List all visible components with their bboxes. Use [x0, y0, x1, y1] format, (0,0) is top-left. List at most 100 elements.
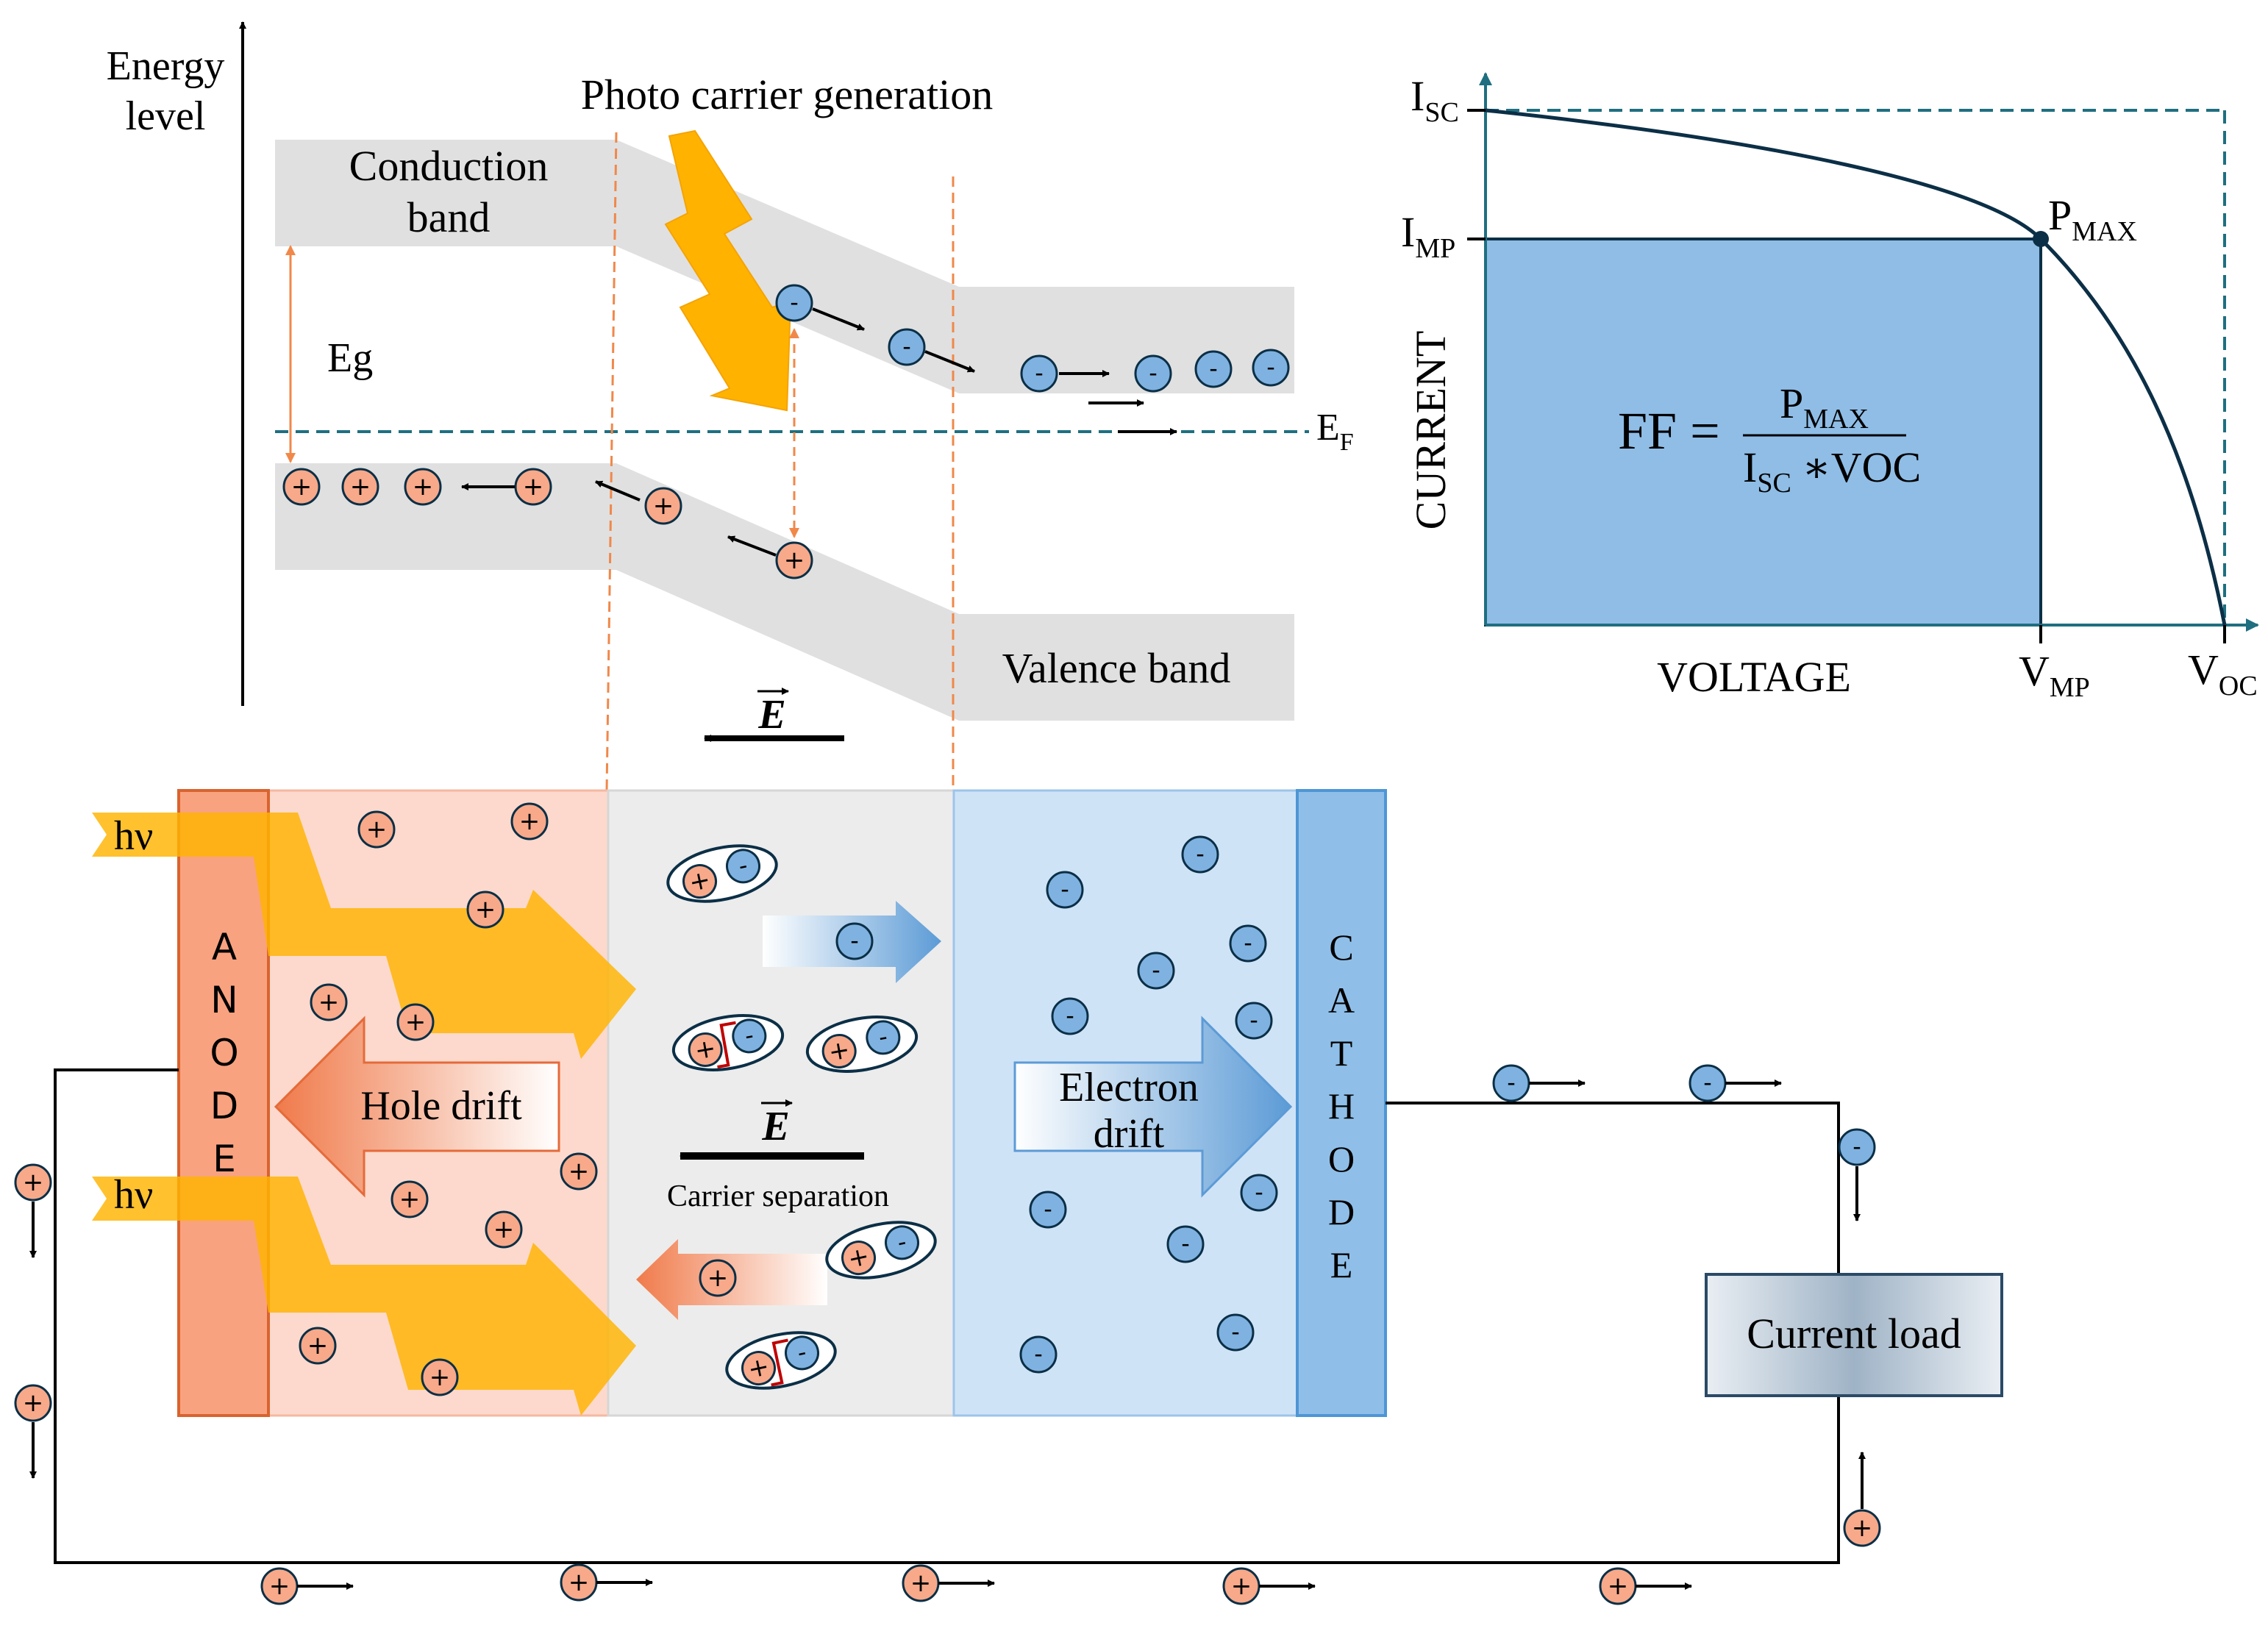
carrier-sign: - [1255, 1178, 1263, 1206]
carrier-body [682, 864, 718, 899]
exciton-pair: +- [666, 844, 778, 903]
carrier-body [310, 983, 348, 1021]
carrier-sign: + [1231, 1571, 1252, 1601]
carrier-body [421, 1358, 459, 1396]
carrier-sign: + [693, 1033, 718, 1066]
carrier-body [1216, 1313, 1255, 1352]
carrier-body [514, 468, 552, 506]
carrier-body [644, 487, 682, 525]
conduction-label-2: band [407, 193, 491, 241]
exciton-pair: +- [671, 1014, 785, 1071]
hole-icon: + [560, 1563, 598, 1602]
carrier-body [785, 1335, 820, 1371]
electron-icon: - [885, 1225, 920, 1260]
hole-icon: + [514, 468, 552, 506]
carrier-sign: - [1181, 1230, 1190, 1257]
electron-icon: - [1181, 835, 1219, 874]
carrier-sign: - [1507, 1068, 1516, 1096]
electron-icon: - [1252, 349, 1290, 387]
cathode-letter: T [1330, 1032, 1353, 1074]
carrier-body [1194, 350, 1233, 388]
carrier-body [1252, 349, 1290, 387]
hole-icon: + [404, 468, 442, 506]
electron-icon: - [1137, 952, 1175, 990]
hole-icon: + [466, 891, 504, 929]
electron-icon: - [1029, 1191, 1067, 1229]
cathode-letter: O [1328, 1138, 1355, 1179]
carrier-body [1843, 1509, 1881, 1547]
electron-icon: - [1051, 997, 1089, 1035]
carrier-body [299, 1327, 337, 1365]
electron-icon: - [1838, 1128, 1876, 1166]
carrier-body [1029, 1191, 1067, 1229]
carrier-body [391, 1180, 429, 1218]
band-carriers: ++++++------ [282, 284, 1290, 579]
iv-curve [1485, 108, 2227, 626]
carrier-sign: - [1149, 359, 1158, 387]
carrier-sign: + [366, 815, 388, 844]
carrier-sign: - [1196, 840, 1205, 868]
carrier-sign: + [784, 546, 805, 575]
hole-icon: + [688, 1032, 723, 1067]
carrier-body [1134, 354, 1172, 393]
carrier-body [14, 1384, 52, 1422]
carrier-body [1020, 354, 1058, 393]
carrier-body [1229, 924, 1267, 963]
carrier-sign: + [519, 807, 541, 836]
bond-line [771, 1338, 788, 1387]
hole-drift-arrow [274, 1016, 560, 1198]
hole-icon: + [644, 487, 682, 525]
device-carriers: ++++++++++-----------+-+-+-+-+--+ [299, 802, 1278, 1396]
carrier-body [1019, 1335, 1058, 1374]
hv-label-bottom: hν [114, 1172, 153, 1218]
hole-icon: + [310, 983, 348, 1021]
carrier-body [14, 1163, 52, 1202]
max-power-rectangle [1484, 238, 2042, 627]
motion-arrow [595, 480, 641, 502]
carrier-sign: + [827, 1035, 852, 1067]
electron-drift-arrow [1013, 1016, 1293, 1198]
electron-icon: - [1194, 350, 1233, 388]
carrier-body [1046, 871, 1084, 909]
isc-label: ISC [1411, 72, 1459, 128]
voc-label: VOC [2188, 646, 2258, 702]
carrier-sign: + [475, 895, 496, 924]
electron-icon: - [1688, 1064, 1727, 1102]
hole-icon: + [510, 802, 549, 841]
conduction-label-1: Conduction [349, 142, 549, 190]
carrier-body [466, 891, 504, 929]
hole-icon: + [682, 864, 718, 899]
carrier-body [726, 849, 761, 884]
electron-icon: - [1229, 924, 1267, 963]
carrier-sign: + [307, 1331, 329, 1360]
carrier-sign: - [1044, 1195, 1052, 1223]
hole-icon: + [14, 1163, 52, 1202]
anode-letter: D [210, 1085, 239, 1127]
carrier-body [510, 802, 549, 841]
electron-icon: - [726, 849, 761, 884]
electron-icon: - [775, 284, 813, 322]
carrier-sign: + [653, 491, 674, 521]
band-diagram: Energy level Photo carrier generation Co… [107, 21, 1354, 791]
carrier-body [1240, 1174, 1278, 1212]
carrier-body [741, 1351, 777, 1386]
imp-label: IMP [1401, 208, 1455, 264]
exciton-pair: +- [825, 1221, 937, 1280]
carrier-body [775, 284, 813, 322]
ff-lhs: FF = [1618, 401, 1720, 460]
carrier-sign: - [1703, 1068, 1712, 1096]
carrier-sign: + [568, 1157, 590, 1186]
carrier-sign: + [405, 1007, 427, 1037]
carrier-sign: - [1060, 875, 1069, 903]
carrier-sign: + [269, 1571, 290, 1601]
carrier-body [732, 1018, 767, 1054]
exciton-pair: +- [805, 1016, 919, 1073]
carrier-sign: + [493, 1215, 515, 1244]
carrier-sign: + [413, 472, 434, 502]
ff-numerator: PMAX [1780, 379, 1869, 435]
carrier-sign: - [1266, 353, 1275, 381]
anode-electrode [177, 789, 270, 1417]
electron-icon: - [1216, 1313, 1255, 1352]
electron-drift-label-1: Electron [1059, 1065, 1199, 1110]
circuit-wire-left [54, 1068, 1840, 1564]
